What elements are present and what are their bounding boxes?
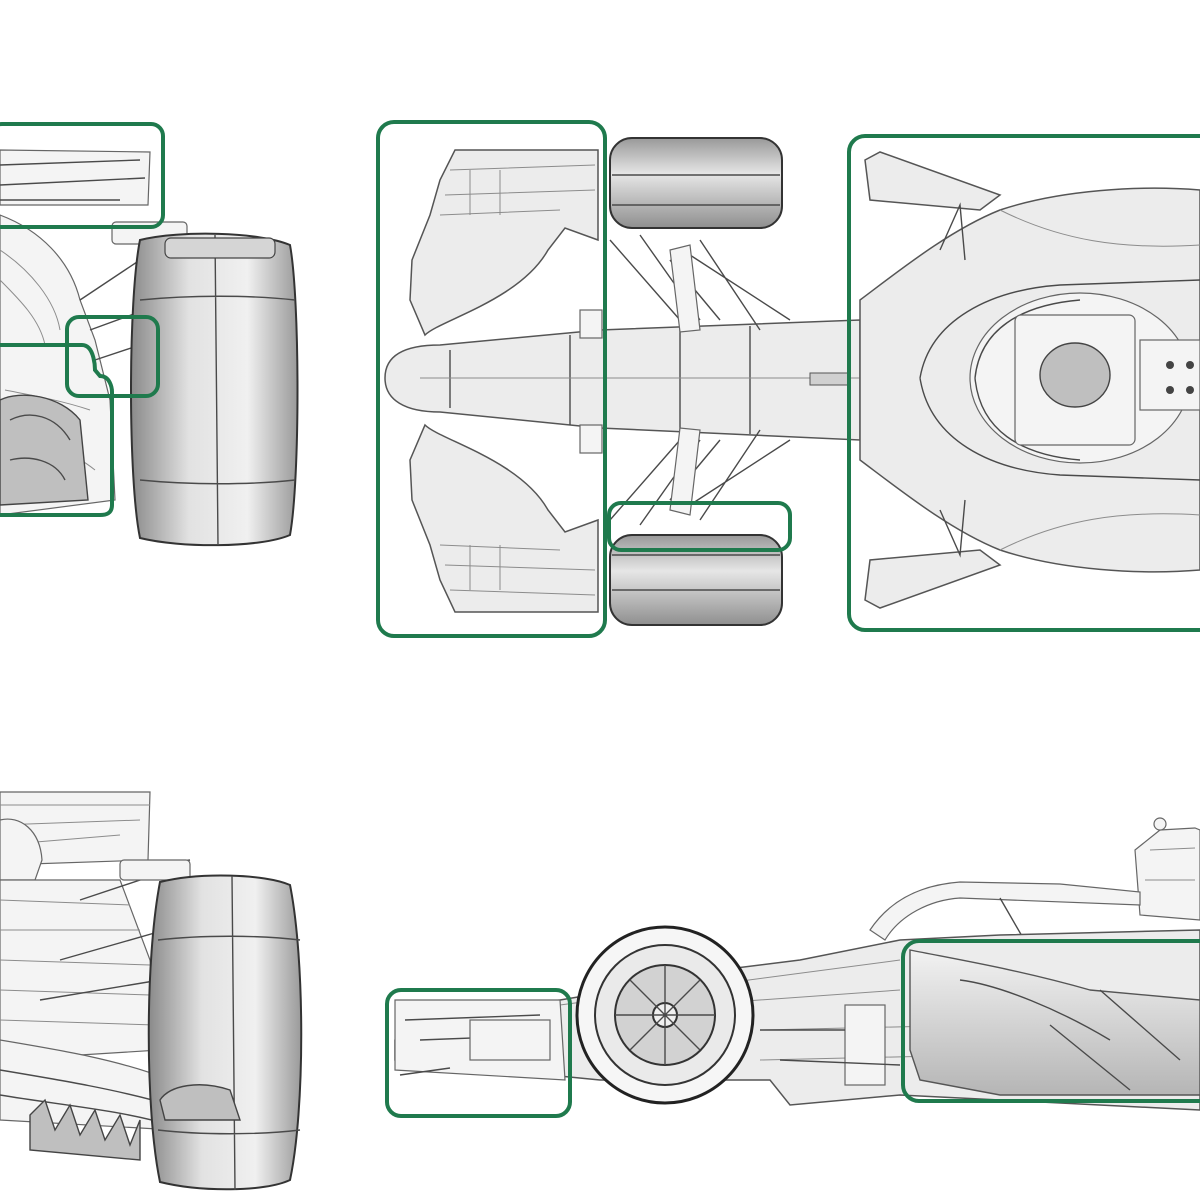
side-view	[394, 817, 1200, 1111]
highlight-rear-wing-front-view	[0, 122, 165, 229]
highlight-front-brake-top-view	[607, 501, 792, 552]
highlight-front-wing-top-view	[376, 120, 607, 638]
highlight-sidepod-top-view	[847, 134, 1200, 632]
top-view	[384, 137, 1200, 626]
front-view-upper	[0, 149, 299, 547]
highlight-front-wing-side-view	[385, 988, 572, 1118]
front-view-lower	[0, 791, 303, 1191]
highlight-sidepod-side-view	[901, 939, 1200, 1103]
highlight-floor-front-view	[0, 343, 114, 517]
